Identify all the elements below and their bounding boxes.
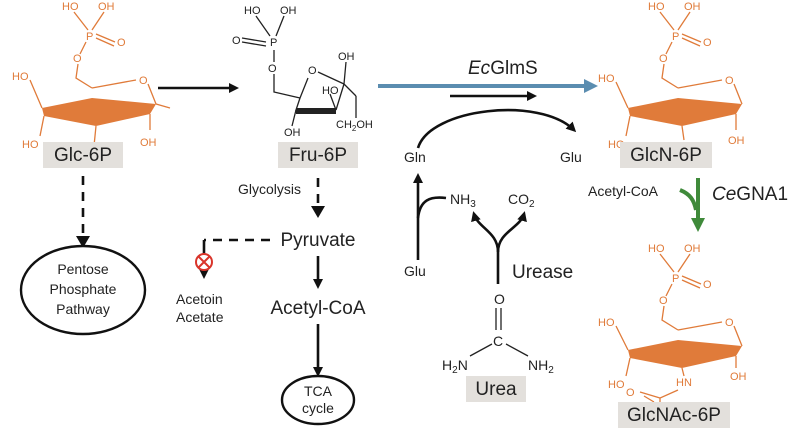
- atom-label: O: [494, 291, 505, 307]
- atom-label: O: [308, 65, 317, 77]
- label-box: [278, 142, 358, 168]
- gln-label: Gln: [404, 149, 426, 165]
- atom-label: HN: [676, 377, 692, 389]
- atom-label: O: [703, 37, 712, 49]
- pyruvate-label: Pyruvate: [281, 230, 356, 251]
- atom-label: HO: [608, 379, 625, 391]
- atom-label: OH: [684, 1, 701, 13]
- atom-label: O: [268, 63, 277, 75]
- atom-label: O: [725, 75, 734, 87]
- atom-label: HO: [22, 139, 39, 151]
- urease-label: Urease: [512, 262, 573, 283]
- nh2-label: NH2: [528, 357, 554, 376]
- atom-label: OH: [338, 51, 355, 63]
- atom-label: HO: [648, 243, 665, 255]
- tca-line-2: cycle: [302, 400, 334, 416]
- atom-label: OH: [730, 371, 747, 383]
- ppp-line-2: Phosphate: [50, 281, 117, 297]
- h2n-label: H2N: [442, 357, 468, 376]
- atom-label: O: [659, 53, 668, 65]
- atom-label: HO: [648, 1, 665, 13]
- atom-label: C: [493, 333, 503, 349]
- urease-nh3-arrow: [471, 211, 500, 284]
- arrowhead-icon: [76, 236, 90, 248]
- co2-label: CO2: [508, 191, 535, 210]
- atom-label: O: [232, 35, 241, 47]
- atom-label: OH: [98, 1, 115, 13]
- fru6p-structure: HO OH O P O O OH HO OH CH2OH: [232, 5, 373, 139]
- glycolysis-label: Glycolysis: [238, 181, 301, 197]
- atom-label: O: [139, 75, 148, 87]
- atom-label: OH: [284, 127, 301, 139]
- atom-label: OH: [728, 135, 745, 147]
- glcnac6p-label: GlcNAc-6P: [627, 405, 721, 426]
- atom-label: HO: [322, 85, 339, 97]
- urea-label: Urea: [475, 379, 517, 400]
- fru6p-label: Fru-6P: [289, 145, 347, 166]
- atom-label: O: [703, 279, 712, 291]
- glc6p-structure: HO OH P O O O HO HO OH OH: [12, 1, 171, 155]
- ch2oh-label: CH2OH: [336, 119, 373, 133]
- glcn6p-structure: HO OH P O O O HO HO NH2 OH: [598, 1, 745, 157]
- glcn6p-label: GlcN-6P: [630, 145, 702, 166]
- glc6p-label: Glc-6P: [54, 145, 112, 166]
- tca-node: [280, 374, 356, 426]
- glcnac6p-structure: HO OH P O O O HO HO HN OH O: [598, 243, 747, 404]
- acetoin-label: Acetoin: [176, 291, 223, 307]
- block-cross-icon: [197, 255, 211, 269]
- atom-label: HO: [598, 73, 615, 85]
- atom-label: HO: [62, 1, 79, 13]
- atom-label: O: [659, 295, 668, 307]
- atom-label: O: [73, 53, 82, 65]
- acetate-label: Acetate: [176, 309, 224, 325]
- atom-label: P: [672, 31, 679, 43]
- atom-label: O: [626, 387, 635, 399]
- ppp-node: [19, 244, 147, 336]
- label-box: [620, 142, 712, 168]
- label-box: [466, 376, 526, 402]
- nh3-branch: [416, 196, 447, 219]
- atom-label: P: [86, 31, 93, 43]
- nh3-label: NH3: [450, 191, 476, 210]
- glu-in-label: Glu: [404, 263, 426, 279]
- atom-label: OH: [280, 5, 297, 17]
- atom-label: HO: [598, 317, 615, 329]
- tca-line-1: TCA: [304, 383, 333, 399]
- atom-label: OH: [684, 243, 701, 255]
- gna1-donor-branch: [679, 188, 698, 211]
- atom-label: HO: [12, 71, 29, 83]
- atom-label: O: [117, 37, 126, 49]
- ppp-line-1: Pentose: [57, 261, 109, 277]
- label-box: [43, 142, 123, 168]
- label-box: [618, 402, 730, 428]
- atom-label: HO: [244, 5, 261, 17]
- urea-structure: O C H2N NH2: [442, 291, 554, 376]
- urease-co2-arrow: [496, 211, 527, 253]
- atom-label: OH: [140, 137, 157, 149]
- arrowhead-icon: [311, 206, 325, 218]
- ppp-line-3: Pathway: [56, 301, 110, 317]
- atom-label: O: [725, 317, 734, 329]
- glms-label: EcGlmS: [468, 58, 538, 79]
- gln-to-glu-arc: [416, 108, 577, 149]
- atom-label: P: [270, 37, 277, 49]
- acetyl-coa-label: Acetyl-CoA: [270, 298, 365, 319]
- gna1-label: CeGNA1: [712, 184, 788, 205]
- acetyl-coa-donor-label: Acetyl-CoA: [588, 183, 659, 199]
- atom-label: P: [672, 273, 679, 285]
- glu-out-label: Glu: [560, 149, 582, 165]
